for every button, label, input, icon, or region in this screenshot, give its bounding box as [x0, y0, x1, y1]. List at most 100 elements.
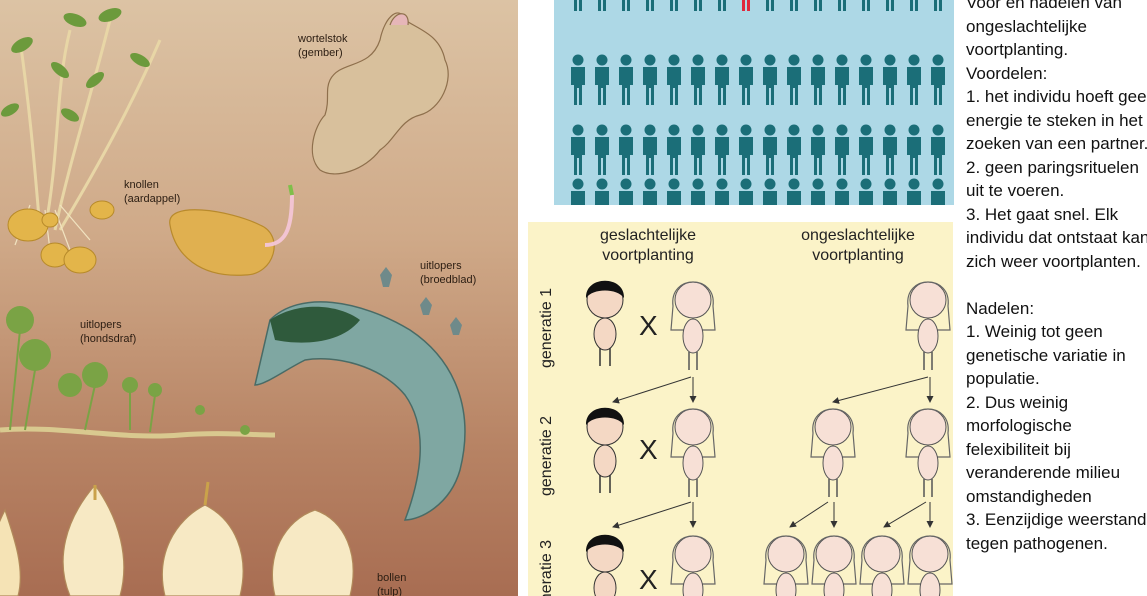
person-icon: [934, 0, 942, 11]
note-line: morfologische: [966, 416, 1072, 435]
person-icon: [814, 0, 822, 11]
person-icon: [763, 54, 777, 105]
cross-symbol: X: [639, 434, 658, 465]
person-icon: [811, 178, 825, 205]
note-line: 1. het individu hoeft geen: [966, 87, 1147, 106]
pros-cons-text: Voor en nadelen van ongeslachtelijke voort…: [966, 0, 1147, 596]
person-icon: [715, 54, 729, 105]
person-icon: [571, 178, 585, 205]
label-ginger: wortelstok (gember): [298, 33, 348, 59]
person-icon: [835, 54, 849, 105]
broedblad-plantlets: [380, 267, 462, 335]
note-line: 3. Het gaat snel. Elk: [966, 204, 1119, 224]
person-icon: [739, 124, 753, 175]
person-icon: [931, 124, 945, 175]
person-icon: [883, 178, 897, 205]
label-tulip: bollen (tulp): [377, 572, 407, 596]
note-line: Voor en nadelen van: [966, 0, 1122, 12]
person-icon: [739, 54, 753, 105]
note-line: felexibiliteit bij: [966, 439, 1071, 459]
note-line: voortplanting.: [966, 40, 1069, 59]
potato-plant: [18, 19, 162, 231]
person-icon: [862, 0, 870, 11]
broedblad-leaf: [254, 301, 466, 521]
potato-tubers: [7, 200, 115, 274]
label-hondsdraf: uitlopers (hondsdraf): [80, 319, 137, 345]
person-icon: [571, 54, 585, 105]
person-icon: [667, 178, 681, 205]
cross-symbol: X: [639, 310, 658, 341]
person-icon: [787, 124, 801, 175]
person-icon: [739, 178, 753, 205]
person-icon: [811, 54, 825, 105]
person-icon: [571, 124, 585, 175]
note-line: 3. Eenzijdige weerstand: [966, 510, 1147, 529]
person-icon: [838, 0, 846, 11]
person-icon: [718, 0, 726, 11]
population-panel: [554, 0, 954, 205]
note-line: genetische variatie in: [966, 345, 1126, 365]
note-line: populatie.: [966, 369, 1040, 388]
person-icon: [883, 124, 897, 175]
note-line: energie te steken in het: [966, 110, 1143, 130]
person-icon: [787, 54, 801, 105]
hondsdraf-runner: [0, 306, 276, 439]
sprouting-potato: [169, 184, 294, 276]
person-icon: [595, 124, 609, 175]
person-icon: [859, 124, 873, 175]
person-icon: [622, 0, 630, 11]
person-icon: [931, 178, 945, 205]
person-icon: [646, 0, 654, 11]
tulip-bulbs: [0, 481, 354, 596]
note-line: uit te voeren.: [966, 181, 1065, 200]
label-potato: knollen (aardappel): [124, 179, 181, 205]
note-line: zich weer voortplanten.: [966, 251, 1141, 271]
person-icon: [859, 178, 873, 205]
person-icon: [790, 0, 798, 11]
highlighted-person-icon: [742, 0, 750, 11]
person-icon: [715, 124, 729, 175]
note-line: veranderende milieu: [966, 463, 1121, 482]
person-icon: [787, 178, 801, 205]
person-icon: [835, 124, 849, 175]
note-line: 2. Dus weinig: [966, 392, 1069, 412]
note-line: ongeslachtelijke: [966, 16, 1087, 36]
person-icon: [766, 0, 774, 11]
person-icon: [595, 178, 609, 205]
person-icon: [595, 54, 609, 105]
person-icon: [574, 0, 582, 11]
person-icon: [907, 124, 921, 175]
potato-leaves: [0, 8, 150, 122]
person-icon: [598, 0, 606, 11]
note-line: individu dat ontstaat kan: [966, 228, 1147, 247]
label-broedblad: uitlopers (broedblad): [420, 260, 477, 286]
ginger-rhizome: [311, 12, 449, 175]
cross-symbol: X: [639, 564, 658, 595]
person-icon: [643, 178, 657, 205]
person-icon: [907, 54, 921, 105]
person-icon: [694, 0, 702, 11]
person-icon: [763, 178, 777, 205]
note-line: Nadelen:: [966, 298, 1035, 318]
person-icon: [886, 0, 894, 11]
person-icon: [670, 0, 678, 11]
note-line: 1. Weinig tot geen: [966, 322, 1103, 341]
person-icon: [907, 178, 921, 205]
generation-diagram: [585, 280, 953, 596]
header-sexual: geslachtelijke voortplanting: [599, 227, 697, 264]
person-icon: [715, 178, 729, 205]
person-icon: [691, 124, 705, 175]
person-icon: [667, 54, 681, 105]
person-icon: [619, 54, 633, 105]
person-icon: [643, 54, 657, 105]
person-icon: [835, 178, 849, 205]
person-icon: [619, 124, 633, 175]
plant-illustration: [0, 8, 466, 596]
note-line: omstandigheden: [966, 486, 1092, 506]
note-line: [966, 273, 1147, 297]
note-line: zoeken van een partner.: [966, 134, 1147, 153]
header-asexual: ongeslachtelijke voortplanting: [801, 227, 915, 264]
person-icon: [931, 54, 945, 105]
person-icon: [691, 54, 705, 105]
reproduction-comparison-panel: geslachtelijke voortplanting ongeslachte…: [528, 222, 953, 596]
